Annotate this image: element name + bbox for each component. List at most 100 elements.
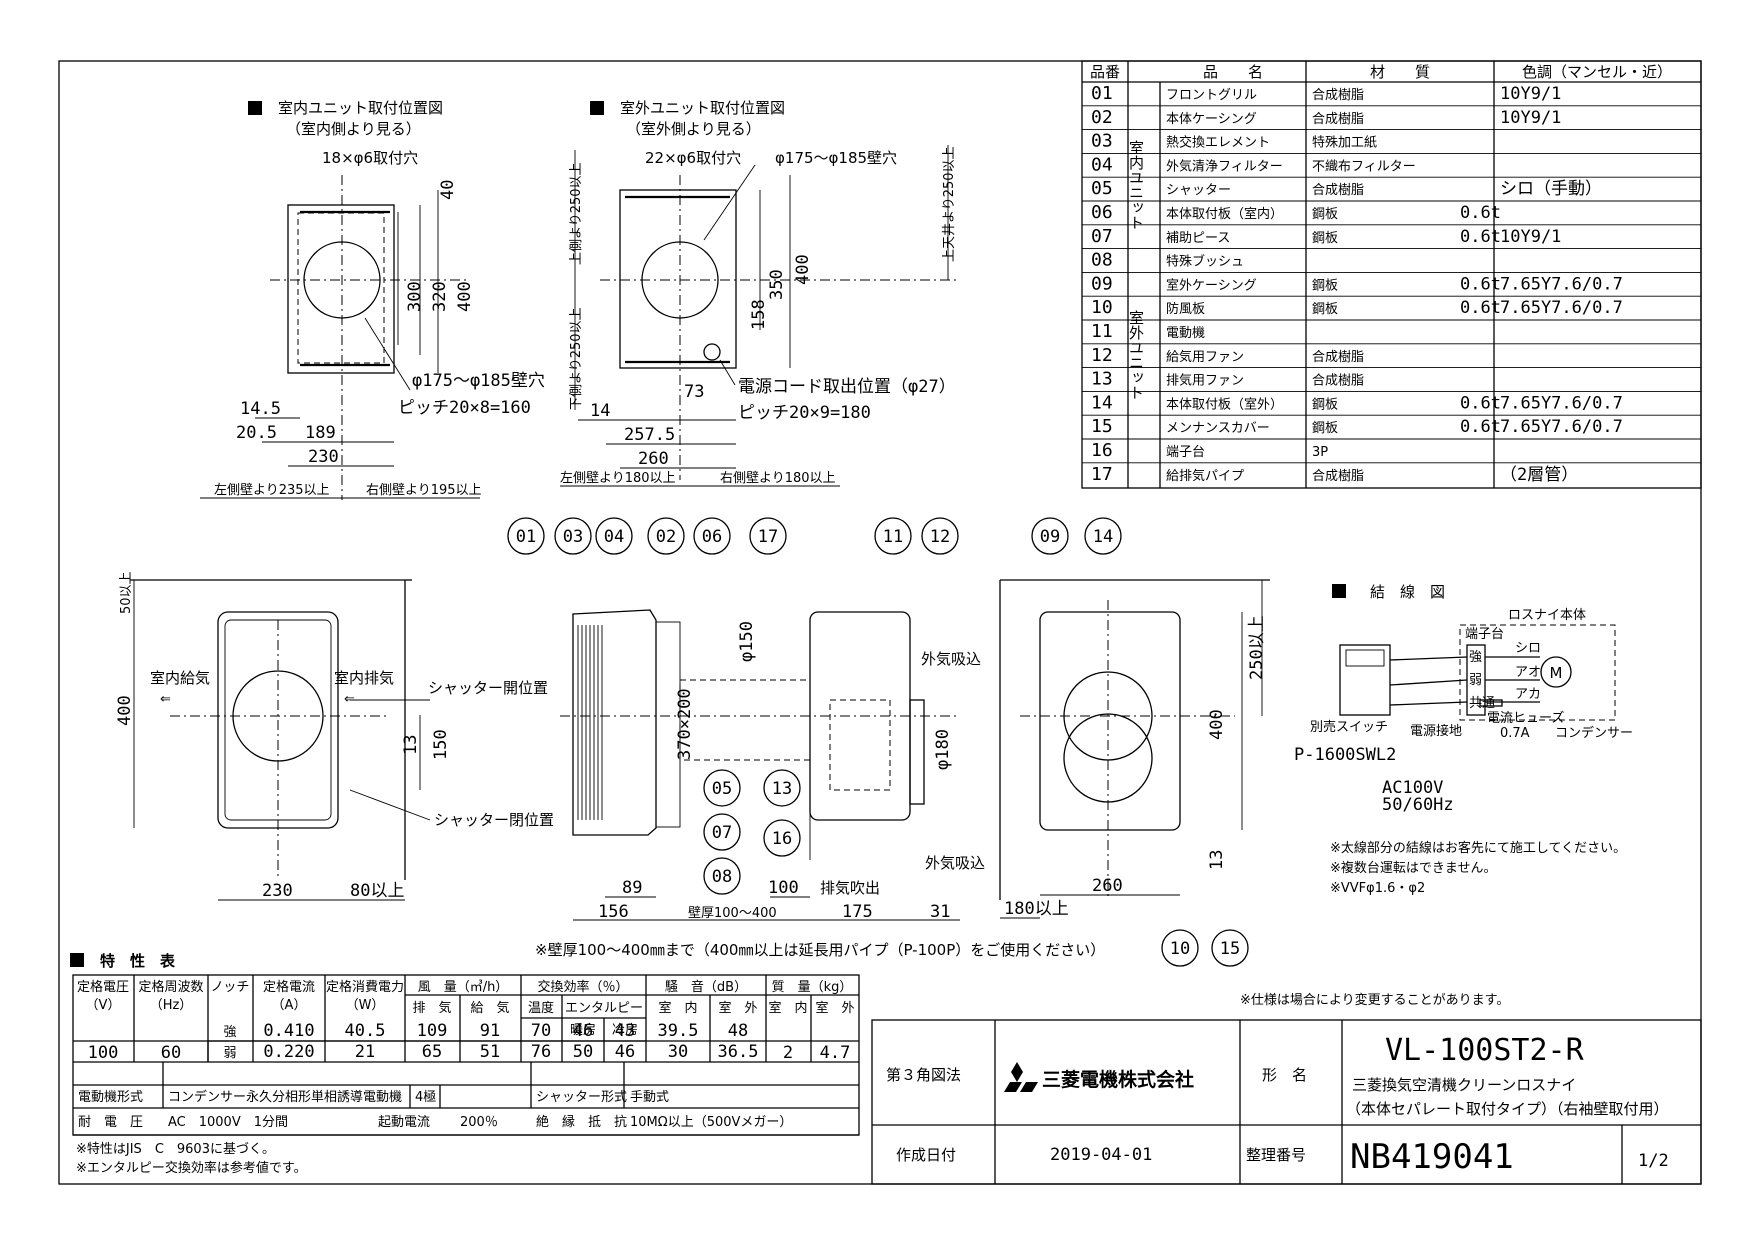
side-outside-in: 外気吸込 [921,650,981,668]
parts-header-color: 色調（マンセル・近） [1522,63,1672,81]
parts-row-name: 外気清浄フィルター [1166,158,1283,174]
parts-row-thickness: 0.6t [1460,227,1501,247]
outdoor-pitch-label: ピッチ20×9=180 [738,403,871,423]
parts-row-no: 05 [1091,178,1113,199]
outdoor-dim-257-5: 257.5 [624,425,675,445]
outdoor-dim-260: 260 [638,449,669,469]
title-block: ※仕様は場合により変更することがあります。 第３角図法 三菱電機株式会社 形 名… [871,992,1702,1185]
side-dim-370: 370×200 [675,688,695,760]
spec-row-heat: 50 [573,1042,593,1062]
parts-row-no: 04 [1091,154,1113,175]
spec-mass-out: 4.7 [820,1043,851,1063]
side-dim-31: 31 [930,902,950,922]
parts-row-color: 7.65Y7.6/0.7 [1500,417,1623,437]
balloon-label: 02 [656,527,676,547]
front-exhaust-arrow-icon: ⇐ [344,692,355,707]
front-dim-400: 400 [115,695,135,726]
parts-row-color: 10Y9/1 [1500,84,1561,104]
bullet-icon [590,101,604,115]
spec-row-sup: 91 [480,1021,500,1041]
parts-group-outdoor: 室外ユニット [1127,310,1145,400]
spec-shutter-label: シャッター形式 [536,1090,627,1105]
spec-voltage: 100 [88,1043,119,1063]
balloon-03: 03 [554,517,592,555]
spec-motor-label: 電動機形式 [78,1090,143,1105]
parts-row-material: 鋼板 [1312,397,1338,412]
outdoor-unit-front [1039,611,1181,831]
outdoor-mount-view: 室外ユニット取付位置図 （室外側より見る） 22×φ6取付穴 φ175～φ185… [560,99,960,487]
balloon-label: 09 [1040,527,1060,547]
bullet-icon [248,101,262,115]
wiring-terminal-strong: 強 [1469,650,1482,665]
indoor-front-view: 400 50以上 室内給気 ⇐ 室内排気 ⇐ シャッター開位置 13 150 シ… [115,571,554,901]
side-exhaust-out: 排気吹出 [820,879,880,897]
balloon-09: 09 [1031,517,1069,555]
parts-row-name: 電動機 [1166,326,1205,341]
parts-row-material: 合成樹脂 [1312,469,1364,484]
indoor-mount-subtitle: （室内側より見る） [286,120,421,138]
spec-h-current-u: （A） [272,998,307,1013]
balloon-10: 10 [1161,929,1199,967]
parts-row-no: 07 [1091,226,1113,247]
spec-h-mass-out: 室 外 [815,1000,854,1016]
spec-h-noise: 騒 音（dB） [665,979,747,995]
balloon-label: 03 [563,527,583,547]
indoor-dim-189: 189 [305,423,336,443]
parts-row-no: 17 [1091,464,1113,485]
balloon-label: 16 [772,829,792,849]
bullet-icon [70,953,84,967]
spec-row-nin: 30 [668,1042,688,1062]
spec-mass-in: 2 [783,1043,793,1063]
spec-row-nout: 48 [728,1021,748,1041]
balloon-08: 08 [703,857,741,895]
wiring-capacitor: コンデンサー [1555,725,1633,741]
balloon-label: 12 [930,527,950,547]
title-page: 1/2 [1638,1151,1669,1171]
spec-note-1: ※特性はJIS C 9603に基づく。 [76,1142,275,1157]
sheet-border [58,60,1702,1185]
side-wall-note: ※壁厚100～400㎜まで（400㎜以上は延長用パイプ（P-100P）をご使用く… [535,941,1105,959]
wiring-switch-model: P-1600SWL2 [1294,745,1396,765]
balloon-label: 10 [1170,939,1190,959]
spec-row-cool: 46 [615,1042,635,1062]
parts-row-no: 13 [1091,369,1113,390]
parts-row-name: 補助ピース [1166,231,1230,246]
outdoor-cord-label: 電源コード取出位置（φ27） [738,377,956,397]
parts-row-name: 本体取付板（室内） [1166,206,1283,222]
balloon-05: 05 [703,769,741,807]
indoor-unit-side [572,609,657,836]
cord-hole [703,343,721,361]
side-dim-150: φ150 [737,621,757,662]
spec-row-temp: 70 [531,1021,551,1041]
mitsubishi-logo-icon [1004,1062,1038,1092]
balloon-label: 07 [712,823,732,843]
parts-row-color: （2層管） [1500,465,1578,485]
balloon-04: 04 [595,517,633,555]
parts-row-no: 11 [1091,321,1113,342]
wiring-earth: 電源接地 [1410,723,1462,739]
spec-row-sup: 51 [480,1042,500,1062]
balloon-16: 16 [763,819,801,857]
bullet-icon [1332,584,1346,598]
parts-row-material: 3P [1312,445,1328,460]
parts-row-no: 10 [1091,297,1113,318]
title-number-label: 整理番号 [1246,1146,1306,1164]
parts-header-no: 品番 [1090,63,1120,81]
balloon-02: 02 [647,517,685,555]
side-dim-89: 89 [622,878,642,898]
wiring-blue: アオ [1515,665,1541,680]
parts-row-name: 給気用ファン [1166,349,1244,365]
wiring-terminal-label: 端子台 [1465,627,1504,642]
front-supply-label: 室内給気 [150,669,210,687]
wiring-white: シロ [1515,641,1541,656]
wiring-fuse-value: 0.7A [1500,726,1530,741]
parts-header-material: 材 質 [1370,63,1430,81]
outdoor-front-dim-400: 400 [1207,709,1227,740]
side-outside-in-2: 外気吸込 [925,854,985,872]
parts-row-material: 合成樹脂 [1312,88,1364,103]
parts-row-color: 10Y9/1 [1500,108,1561,128]
balloon-06: 06 [693,517,731,555]
